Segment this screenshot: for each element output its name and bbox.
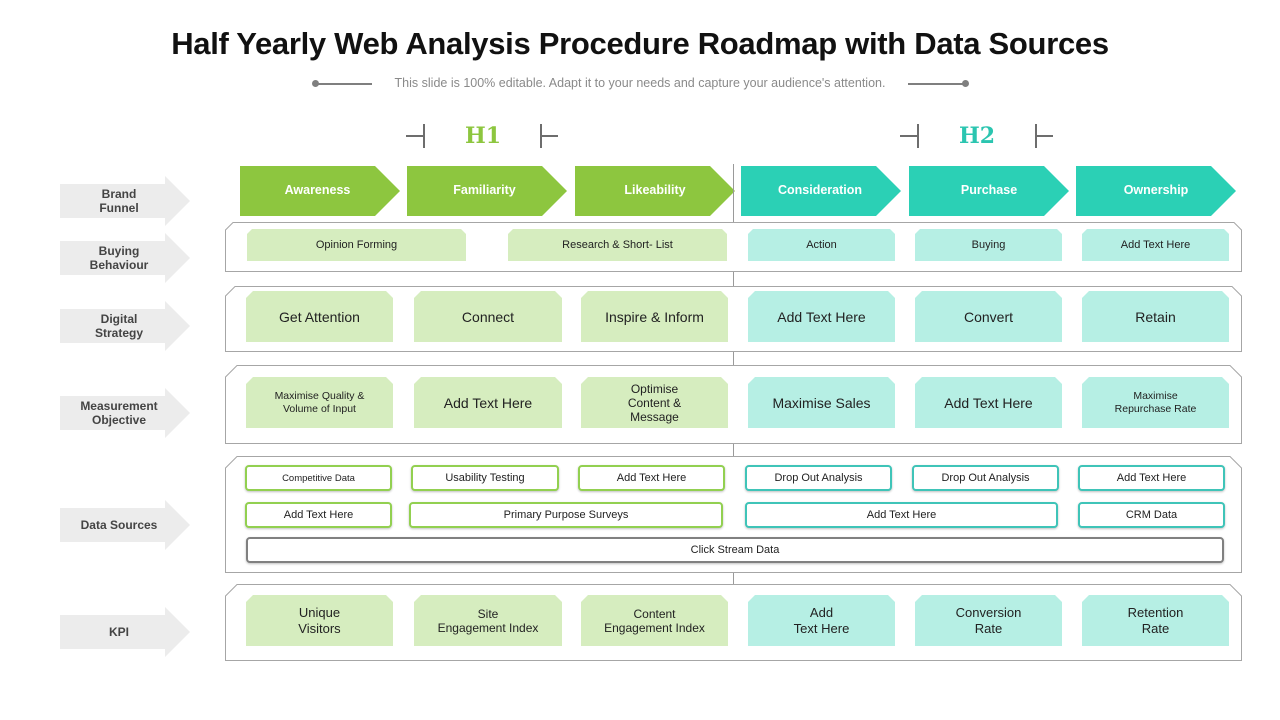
- row-label-text: Buying Behaviour: [89, 244, 149, 272]
- row-label-text: KPI: [108, 625, 129, 639]
- funnel-stage-label: Awareness: [284, 183, 351, 197]
- h1-label: H1: [464, 123, 502, 149]
- row-label-text: Brand Funnel: [99, 187, 139, 215]
- kpi-box: Content Engagement Index: [581, 595, 728, 646]
- half-divider-1: [733, 272, 734, 286]
- half-divider-2: [733, 352, 734, 365]
- funnel-stage-purchase: Purchase: [909, 166, 1069, 216]
- digital-strategy-box: Retain: [1082, 291, 1229, 342]
- data-source-pill: Add Text Here: [578, 465, 725, 491]
- kpi-box: Add Text Here: [748, 595, 895, 646]
- buying-behaviour-box: Research & Short- List: [508, 229, 727, 261]
- funnel-stage-label: Likeability: [624, 183, 686, 197]
- kpi-box: Unique Visitors: [246, 595, 393, 646]
- funnel-stage-label: Familiarity: [453, 183, 516, 197]
- buying-behaviour-box: Action: [748, 229, 895, 261]
- page-subtitle: This slide is 100% editable. Adapt it to…: [394, 76, 886, 90]
- digital-strategy-box: Inspire & Inform: [581, 291, 728, 342]
- h2-right-bracket: [1035, 124, 1053, 148]
- subtitle-left-dot: [312, 80, 319, 87]
- h1-left-bracket: [406, 124, 425, 148]
- funnel-stage-ownership: Ownership: [1076, 166, 1236, 216]
- data-source-pill: Drop Out Analysis: [745, 465, 892, 491]
- data-source-pill-wide: Click Stream Data: [246, 537, 1224, 563]
- data-source-pill: CRM Data: [1078, 502, 1225, 528]
- digital-strategy-box: Get Attention: [246, 291, 393, 342]
- kpi-box: Conversion Rate: [915, 595, 1062, 646]
- funnel-stage-consideration: Consideration: [741, 166, 901, 216]
- data-source-pill: Primary Purpose Surveys: [409, 502, 723, 528]
- measurement-objective-box: Maximise Quality & Volume of Input: [246, 377, 393, 428]
- funnel-stage-familiarity: Familiarity: [407, 166, 567, 216]
- digital-strategy-box: Connect: [414, 291, 562, 342]
- funnel-stage-likeability: Likeability: [575, 166, 735, 216]
- measurement-objective-box: Optimise Content & Message: [581, 377, 728, 428]
- h2-label: H2: [958, 123, 996, 149]
- measurement-objective-box: Maximise Sales: [748, 377, 895, 428]
- subtitle-right-dot: [962, 80, 969, 87]
- data-source-pill: Add Text Here: [1078, 465, 1225, 491]
- funnel-stage-awareness: Awareness: [240, 166, 400, 216]
- funnel-stage-label: Ownership: [1123, 183, 1189, 197]
- subtitle-right-line: [908, 83, 964, 85]
- kpi-box: Retention Rate: [1082, 595, 1229, 646]
- row-label-brand-funnel: Brand Funnel: [60, 176, 190, 226]
- buying-behaviour-box: Buying: [915, 229, 1062, 261]
- digital-strategy-box: Convert: [915, 291, 1062, 342]
- funnel-stage-label: Consideration: [777, 183, 863, 197]
- measurement-objective-box: Add Text Here: [915, 377, 1062, 428]
- buying-behaviour-box: Add Text Here: [1082, 229, 1229, 261]
- buying-behaviour-box: Opinion Forming: [247, 229, 466, 261]
- row-label-measurement-objective: Measurement Objective: [60, 388, 190, 438]
- subtitle-bar: This slide is 100% editable. Adapt it to…: [0, 75, 1280, 93]
- row-label-data-sources: Data Sources: [60, 500, 190, 550]
- half-divider-3: [733, 444, 734, 456]
- digital-strategy-box: Add Text Here: [748, 291, 895, 342]
- data-source-pill: Competitive Data: [245, 465, 392, 491]
- half-divider-top: [733, 164, 734, 222]
- row-label-digital-strategy: Digital Strategy: [60, 301, 190, 351]
- kpi-box: Site Engagement Index: [414, 595, 562, 646]
- h2-left-bracket: [900, 124, 919, 148]
- row-label-text: Measurement Objective: [80, 399, 158, 427]
- subtitle-left-line: [316, 83, 372, 85]
- data-source-pill: Add Text Here: [745, 502, 1058, 528]
- h1-right-bracket: [540, 124, 558, 148]
- data-source-pill: Drop Out Analysis: [912, 465, 1059, 491]
- measurement-objective-box: Maximise Repurchase Rate: [1082, 377, 1229, 428]
- data-source-pill: Usability Testing: [411, 465, 559, 491]
- row-label-kpi: KPI: [60, 607, 190, 657]
- data-source-pill: Add Text Here: [245, 502, 392, 528]
- row-label-buying-behaviour: Buying Behaviour: [60, 233, 190, 283]
- row-label-text: Data Sources: [80, 518, 158, 532]
- measurement-objective-box: Add Text Here: [414, 377, 562, 428]
- funnel-stage-label: Purchase: [960, 183, 1018, 197]
- row-label-text: Digital Strategy: [94, 312, 144, 340]
- page-title: Half Yearly Web Analysis Procedure Roadm…: [171, 26, 1109, 61]
